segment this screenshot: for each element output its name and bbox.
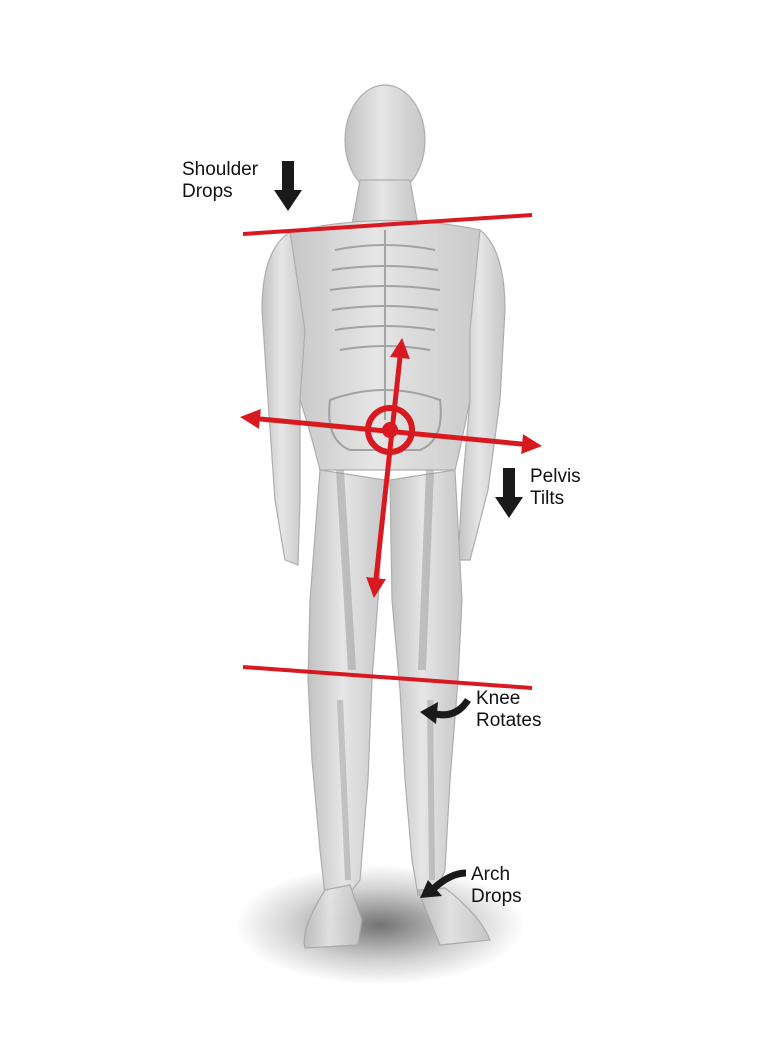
down-arrow-icon bbox=[495, 468, 523, 518]
left-foot bbox=[417, 887, 491, 946]
shoulder-line bbox=[242, 213, 533, 236]
arch-label-line2: Drops bbox=[471, 886, 522, 907]
curved-arrow-icon bbox=[429, 869, 467, 893]
pelvis-label-line1: Pelvis bbox=[530, 466, 581, 487]
pelvis-tilts-label: Pelvis Tilts bbox=[530, 466, 581, 510]
arch-arrow bbox=[420, 869, 467, 898]
right-arm bbox=[261, 230, 306, 566]
knee-arrow bbox=[420, 697, 471, 724]
knee-label-line2: Rotates bbox=[476, 710, 542, 731]
posture-markers bbox=[240, 213, 542, 690]
shoulder-label-line2: Drops bbox=[182, 181, 233, 202]
right-foot bbox=[303, 884, 363, 949]
knee-rotates-label: Knee Rotates bbox=[476, 688, 541, 732]
arch-drops-label: Arch Drops bbox=[471, 864, 522, 908]
head bbox=[344, 84, 426, 196]
down-arrow-icon bbox=[274, 161, 302, 211]
knee-label-line1: Knee bbox=[476, 688, 521, 709]
left-arm bbox=[457, 228, 506, 561]
shoulder-label-line1: Shoulder bbox=[182, 159, 259, 180]
target-ring-icon bbox=[365, 405, 415, 455]
pelvis-arrow bbox=[495, 468, 523, 518]
neck bbox=[351, 179, 419, 226]
arch-label-line1: Arch bbox=[471, 864, 511, 885]
knee-line bbox=[242, 665, 533, 690]
pelvis-vertical-arrow bbox=[366, 338, 410, 598]
skeleton bbox=[328, 230, 442, 881]
shoulder-drops-label: Shoulder Drops bbox=[182, 159, 258, 203]
pelvis-label-line2: Tilts bbox=[530, 488, 565, 509]
shoulder-arrow bbox=[274, 161, 302, 211]
